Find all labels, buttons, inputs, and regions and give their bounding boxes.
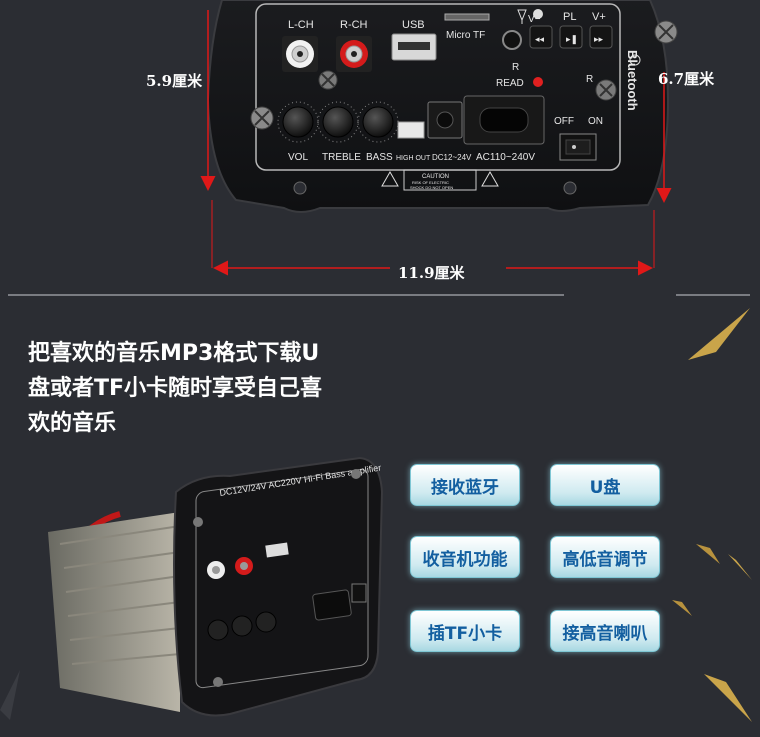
bluetooth-label: Bluetooth: [625, 50, 640, 111]
high-out-connector-icon: [397, 121, 425, 139]
feature-radio: 收音机功能: [410, 536, 520, 578]
gold-sliver-icon: [728, 554, 752, 580]
gold-sliver-icon: [704, 674, 752, 722]
usb-port-icon: [391, 33, 437, 61]
photo-usb-icon: [265, 542, 289, 558]
headline-line-2: 盘或者TF小卡随时享受自己喜: [28, 376, 323, 401]
caution-label: CAUTION: [422, 174, 449, 180]
next-button-icon: [589, 25, 613, 49]
vol-label: VOL: [288, 152, 308, 163]
vminus-label: V−: [528, 14, 541, 25]
off-label: OFF: [554, 116, 574, 127]
tf-slot-icon: [444, 13, 490, 21]
treble-knob-icon: [317, 101, 359, 143]
height-dimension-label-right: 6.7厘米: [658, 70, 715, 88]
headline-line-3: 欢的音乐: [28, 411, 117, 436]
prev-button-icon: [529, 25, 553, 49]
on-label: ON: [588, 116, 603, 127]
photo-screw-icon: [193, 517, 203, 527]
svg-text:▸❚: ▸❚: [566, 34, 578, 45]
bluetooth-icon: [629, 54, 641, 66]
ir-sensor-icon: [533, 9, 543, 19]
feature-tone-control: 高低音调节: [550, 536, 660, 578]
ac-label: AC110~240V: [476, 152, 535, 163]
ac-socket-icon: [463, 95, 545, 145]
amplifier-faceplate-diagram: ◂◂ ▸❚ ▸▸: [200, 0, 678, 276]
play-button-icon: [559, 25, 583, 49]
photo-switch-icon: [351, 583, 367, 603]
treble-label: TREBLE: [322, 152, 361, 163]
bass-label: BASS: [366, 152, 393, 163]
warning-triangle-icon: [381, 170, 399, 187]
feature-bluetooth: 接收蓝牙: [410, 464, 520, 506]
pl-label: PL: [563, 11, 576, 23]
read-led-icon: [533, 77, 543, 87]
screw-icon: [595, 79, 617, 101]
mount-hole-icon: [563, 181, 577, 195]
read-label: READ: [496, 78, 524, 89]
feature-tweeter: 接高音喇叭: [550, 610, 660, 652]
caution-label-2: RISK OF ELECTRIC: [412, 180, 449, 185]
front-panel-icon: [173, 456, 384, 717]
headline: 把喜欢的音乐MP3格式下载U 盘或者TF小卡随时享受自己喜 欢的音乐: [28, 336, 388, 441]
width-dimension-label: 11.9厘米: [398, 264, 465, 282]
photo-screw-icon: [351, 469, 361, 479]
warning-triangle-icon: [481, 170, 499, 187]
svg-text:▸▸: ▸▸: [594, 34, 604, 44]
photo-ac-socket-icon: [312, 589, 352, 621]
caution-box: [403, 169, 477, 191]
photo-knob-icon: [255, 611, 277, 633]
high-out-label: HIGH OUT: [396, 155, 431, 162]
height-dimension-label: 5.9厘米: [146, 72, 203, 90]
screw-icon: [318, 70, 338, 90]
vol-knob-icon: [277, 101, 319, 143]
photo-knob-icon: [231, 615, 253, 637]
photo-knob-icon: [207, 619, 229, 641]
rca-right-jack-icon: [336, 36, 372, 72]
amplifier-product-photo: DC12V/24V AC220V Hi-Fi Bass amplifier: [48, 456, 384, 717]
feature-tf-card: 插TF小卡: [410, 610, 520, 652]
aux-jack-icon: [502, 30, 522, 50]
section-divider: [8, 294, 564, 296]
micro-tf-label: Micro TF: [446, 30, 485, 41]
vplus-label: V+: [592, 11, 606, 23]
photo-screw-icon: [213, 677, 223, 687]
rch-label: R-CH: [340, 19, 368, 31]
screw-icon: [654, 20, 678, 44]
r-mark-label: R: [512, 62, 519, 73]
gold-sliver-icon: [688, 308, 750, 360]
decorative-shapes: [0, 308, 752, 722]
r-mark-label-2: R: [586, 74, 593, 85]
control-buttons: ◂◂ ▸❚ ▸▸: [529, 25, 613, 49]
screw-icon: [250, 106, 274, 130]
dc-label: DC12~24V: [432, 153, 472, 162]
section-divider-right: [676, 294, 750, 296]
mount-hole-icon: [293, 181, 307, 195]
gold-sliver-icon: [696, 544, 720, 564]
power-switch-icon: [559, 133, 597, 161]
gold-sliver-icon: [0, 670, 20, 720]
antenna-icon: [517, 9, 527, 24]
svg-text:◂◂: ◂◂: [535, 34, 545, 44]
caution-label-3: SHOCK DO NOT OPEN: [410, 185, 453, 190]
usb-label: USB: [402, 19, 425, 31]
gold-sliver-icon: [672, 600, 692, 616]
bass-knob-icon: [357, 101, 399, 143]
heatsink-icon: [48, 512, 180, 712]
feature-usb-disk: U盘: [550, 464, 660, 506]
lch-label: L-CH: [288, 19, 314, 31]
headline-line-1: 把喜欢的音乐MP3格式下载U: [28, 341, 320, 366]
rca-left-jack-icon: [282, 36, 318, 72]
